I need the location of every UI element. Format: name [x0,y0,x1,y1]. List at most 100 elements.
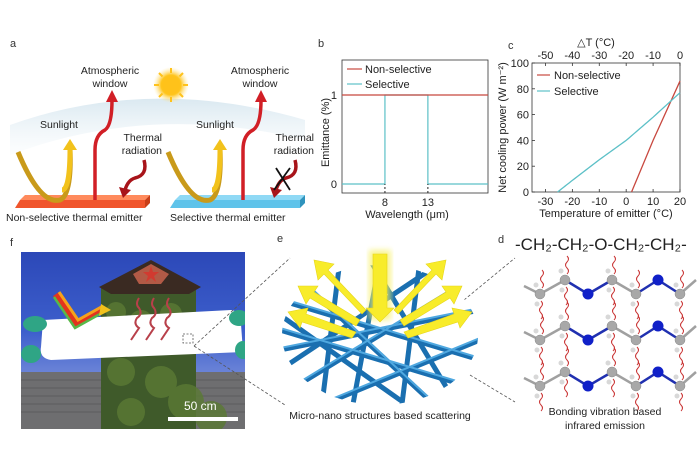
scale-bar [168,417,238,421]
reflected-sunlight-icon [52,291,111,330]
atmospheric-window-arrow-icon [93,99,114,200]
scale-bar-label: 50 cm [184,399,217,413]
legend-label: Non-selective [554,70,621,82]
ir-emission-wave-icon [540,361,544,381]
y-tick-label: 1 [331,90,337,102]
hydrogen-atom [606,287,612,293]
ir-emission-wave-icon [612,301,616,321]
panel-label-f: f [10,237,14,249]
carbon-atom [606,274,618,286]
legend-label: Selective [554,86,599,98]
ir-emission-wave-icon [679,392,683,412]
ir-emission-wave-icon [539,392,543,412]
carbon-atom [606,320,618,332]
hydrogen-atom [533,328,539,334]
y-axis-label: Emittance (%) [320,98,332,167]
carbon-atom [534,288,546,300]
x-tick-label: 8 [382,197,388,209]
atmospheric-window-arrow-icon [241,99,263,200]
ir-emission-wave-icon [612,347,616,367]
chart-b-frame [341,59,489,194]
ir-emission-wave-icon [636,269,640,289]
ir-emission-wave-icon [540,269,544,289]
oxygen-atom [652,320,664,332]
ir-emission-wave-icon [680,361,684,381]
y-tick-label: 0 [331,179,337,191]
y-tick-label: 20 [517,161,529,173]
hydrogen-atom [534,347,540,353]
ir-emission-wave-icon [680,315,684,335]
carbon-atom [534,380,546,392]
blocked-x-icon [273,167,291,191]
ir-emission-wave-icon [680,269,684,289]
x-axis-label: Wavelength (μm) [365,209,449,221]
carbon-atom [674,334,686,346]
y-tick-label: 80 [517,84,529,96]
carbon-atom [630,334,642,346]
panel-f-photo: 50 cm [21,252,245,429]
x-tick-label: -20 [564,196,580,208]
ir-emission-wave-icon [636,315,640,335]
panel-e-caption: Micro-nano structures based scattering [289,410,471,422]
carbon-atom [559,366,571,378]
hydrogen-atom [559,287,565,293]
ir-emission-wave-icon [611,378,615,398]
x2-tick-label: -10 [645,50,661,62]
heat-wave-icon [130,297,172,341]
hydrogen-atom [674,301,680,307]
hydrogen-atom [605,314,611,320]
hydrogen-atom [629,282,635,288]
x-tick-label: -10 [591,196,607,208]
hydrogen-atom [673,282,679,288]
hydrogen-atom [533,282,539,288]
hydrogen-atom [533,374,539,380]
carbon-atom [674,288,686,300]
carbon-atom [559,320,571,332]
hydrogen-atom [534,301,540,307]
panel-label-b: b [318,38,325,50]
hydrogen-atom [630,301,636,307]
x2-tick-label: -40 [564,50,580,62]
x2-axis-label: △T (°C) [577,37,615,49]
carbon-atom [630,380,642,392]
ir-emission-wave-icon [636,361,640,381]
hydrogen-atom [673,374,679,380]
hydrogen-atom [558,268,564,274]
glove-left [23,316,47,332]
oxygen-atom [582,380,594,392]
legend-label: Selective [365,79,410,91]
cooling-film [40,310,243,360]
panel-label-a: a [10,38,17,50]
zoom-region-marker [182,333,194,344]
x-tick-label: -30 [538,196,554,208]
hydrogen-atom [629,374,635,380]
panel-label-e: e [277,233,284,245]
sunlight-label: Sunlight [196,119,234,131]
hydrogen-atom [534,393,540,399]
glove-right [229,310,245,326]
hydrogen-atom [674,347,680,353]
ir-emission-wave-icon [540,315,544,335]
atmospheric-window-label: Atmospheric window [230,65,290,90]
atmosphere-cloud [10,98,305,155]
carbon-atom [674,380,686,392]
carbon-atom [534,334,546,346]
carbon-atom [606,366,618,378]
hydrogen-atom [558,314,564,320]
panel-label-d: d [498,234,505,246]
selective-emitter-caption: Selective thermal emitter [170,212,286,224]
x-tick-label: 20 [674,196,686,208]
ir-emission-wave-icon [565,301,569,321]
ir-emission-wave-icon [635,392,639,412]
panel-d-caption-line1: Bonding vibration based [548,406,662,418]
x-axis-label: Temperature of emitter (°C) [539,208,672,220]
thermal-radiation-label: Thermal radiation [273,132,314,157]
scattering-arrows-icon [287,250,473,339]
hydrogen-atom [630,347,636,353]
carbon-atom [630,288,642,300]
legend-label: Non-selective [365,64,432,76]
oxygen-atom [582,334,594,346]
